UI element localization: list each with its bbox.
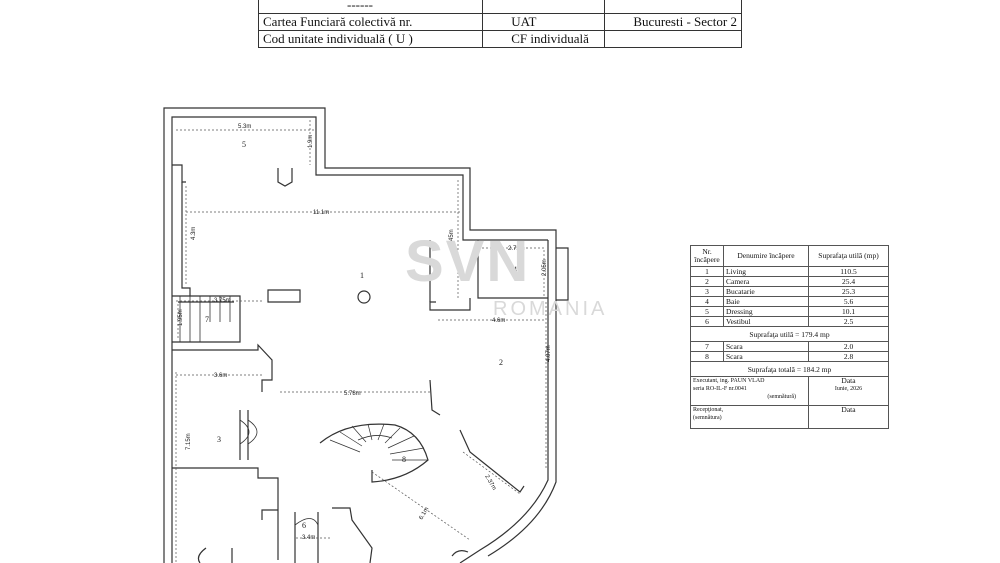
room-name: Baie bbox=[723, 296, 809, 307]
room-name: Scara bbox=[723, 341, 809, 352]
room-area: 2.0 bbox=[808, 341, 889, 352]
room-nr: 4 bbox=[690, 296, 724, 307]
column-header: Nr. încăpere bbox=[690, 245, 724, 267]
dimension-labels: 5.3m 1.9m 11.1m 4.3m 4.45m 2.75m 2.05m 3… bbox=[178, 124, 552, 541]
room-nr: 8 bbox=[690, 351, 724, 362]
dimension-label: 1.9m bbox=[308, 135, 314, 148]
useful-total-row: Suprafaţa utilă = 179.4 mp bbox=[690, 326, 889, 342]
dimension-label: 1.95m bbox=[178, 309, 184, 326]
date-cell: Data Iunie, 2026 bbox=[808, 376, 889, 406]
header-cell bbox=[604, 30, 742, 48]
header-row: ------ bbox=[257, 0, 742, 14]
executant-serie: seria RO-IL-F nr.0041 bbox=[693, 386, 747, 392]
date-value: Iunie, 2026 bbox=[834, 386, 863, 392]
room-number: 8 bbox=[402, 455, 406, 464]
header-cell: UAT bbox=[482, 13, 606, 31]
reception-row: Recepţionat, (semnătura) Data bbox=[690, 405, 889, 429]
reception-date-label: Data bbox=[808, 405, 889, 429]
room-name: Living bbox=[723, 266, 809, 277]
room-nr: 5 bbox=[690, 306, 724, 317]
dimension-label: 11.1m bbox=[313, 210, 329, 216]
column-header: Denumire încăpere bbox=[723, 245, 809, 267]
dimension-label: 5.78m bbox=[344, 391, 361, 397]
executant-name: Executant, ing. PAUN VLAD bbox=[693, 378, 765, 384]
dimension-label: 4.3m bbox=[191, 227, 197, 240]
room-area: 5.6 bbox=[808, 296, 889, 307]
room-number: 3 bbox=[217, 435, 221, 444]
room-number: 7 bbox=[205, 315, 209, 324]
header-cell: CF individuală bbox=[482, 30, 606, 48]
room-name: Vestibul bbox=[723, 316, 809, 327]
room-nr: 1 bbox=[690, 266, 724, 277]
date-label: Data bbox=[841, 376, 856, 385]
dimension-lines bbox=[175, 120, 547, 563]
header-row: Cod unitate individuală ( U ) CF individ… bbox=[257, 30, 742, 48]
executant-cell: Executant, ing. PAUN VLAD seria RO-IL-F … bbox=[690, 376, 809, 406]
grand-total-row: Suprafaţa totală = 184.2 mp bbox=[690, 361, 889, 377]
dimension-label: 2.37m bbox=[483, 474, 497, 491]
reception-cell: Recepţionat, (semnătura) bbox=[690, 405, 809, 429]
room-number: 2 bbox=[499, 358, 503, 367]
walls bbox=[163, 107, 569, 563]
room-area: 10.1 bbox=[808, 306, 889, 317]
grand-total: Suprafaţa totală = 184.2 mp bbox=[690, 361, 889, 377]
dimension-label: 4.6m bbox=[492, 318, 505, 324]
dimension-label: 3.75m bbox=[214, 298, 231, 304]
room-name: Scara bbox=[723, 351, 809, 362]
cadastral-header-table: ------ Cartea Funciară colectivă nr. UAT… bbox=[257, 0, 742, 48]
dimension-label: 7.15m bbox=[186, 433, 192, 450]
dimension-label: 3.6m bbox=[214, 373, 227, 379]
room-area: 25.3 bbox=[808, 286, 889, 297]
room-number: 4 bbox=[513, 265, 517, 274]
room-area: 25.4 bbox=[808, 276, 889, 287]
room-number: 6 bbox=[302, 521, 306, 530]
dimension-label: 6.1m bbox=[419, 506, 431, 521]
dimension-label: 3.4m bbox=[302, 535, 315, 541]
room-name: Dressing bbox=[723, 306, 809, 317]
reception-label: Recepţionat, bbox=[693, 407, 724, 413]
header-cell: Cartea Funciară colectivă nr. bbox=[257, 13, 484, 31]
useful-total: Suprafaţa utilă = 179.4 mp bbox=[690, 326, 889, 342]
room-area: 110.5 bbox=[808, 266, 889, 277]
room-area-table: Nr. încăpere Denumire încăpere Suprafaţa… bbox=[690, 245, 889, 429]
room-nr: 3 bbox=[690, 286, 724, 297]
room-number: 1 bbox=[360, 271, 364, 280]
signature-row: Executant, ing. PAUN VLAD seria RO-IL-F … bbox=[690, 376, 889, 406]
room-area: 2.8 bbox=[808, 351, 889, 362]
room-number: 5 bbox=[242, 140, 246, 149]
dimension-label: 4.07m bbox=[546, 345, 552, 362]
table-header-row: Nr. încăpere Denumire încăpere Suprafaţa… bbox=[690, 245, 889, 267]
room-area: 2.5 bbox=[808, 316, 889, 327]
dimension-label: 5.3m bbox=[238, 124, 251, 130]
reception-signature: (semnătura) bbox=[693, 415, 722, 421]
room-nr: 6 bbox=[690, 316, 724, 327]
executant-signature: (semnătură) bbox=[767, 394, 796, 400]
header-cell: Bucuresti - Sector 2 bbox=[604, 13, 742, 31]
dimension-label: 2.05m bbox=[542, 259, 548, 276]
dimension-label: 4.45m bbox=[449, 229, 455, 246]
room-name: Camera bbox=[723, 276, 809, 287]
room-nr: 7 bbox=[690, 341, 724, 352]
room-name: Bucatarie bbox=[723, 286, 809, 297]
header-row: Cartea Funciară colectivă nr. UAT Bucure… bbox=[257, 13, 742, 31]
column-header: Suprafaţa utilă (mp) bbox=[808, 245, 889, 267]
room-numbers: 1 2 3 4 5 6 7 8 bbox=[205, 140, 517, 530]
header-cell: Cod unitate individuală ( U ) bbox=[257, 30, 484, 48]
dimension-label: 2.75m bbox=[508, 246, 525, 252]
room-nr: 2 bbox=[690, 276, 724, 287]
